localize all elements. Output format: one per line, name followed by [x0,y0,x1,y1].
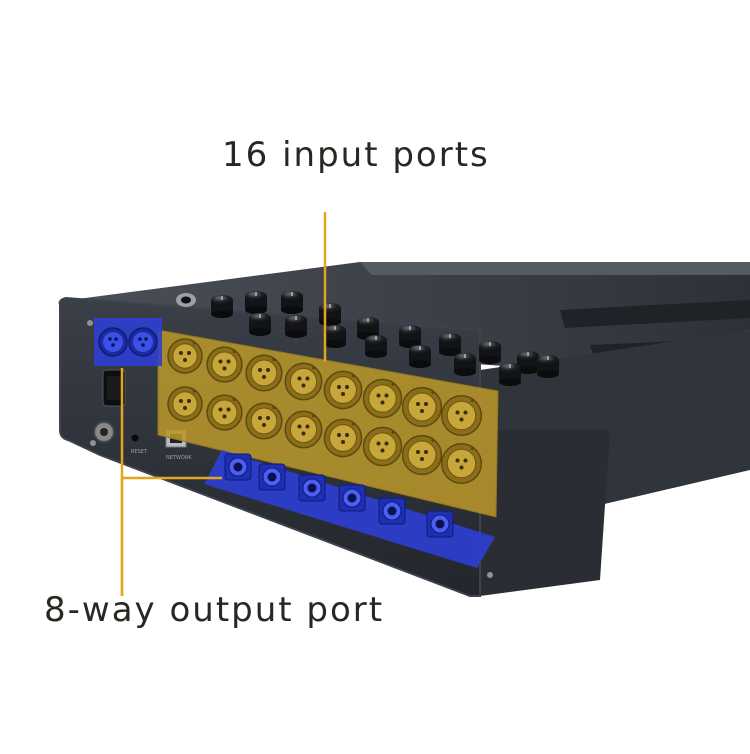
knob [479,341,501,364]
knob [517,351,539,374]
knob [499,363,521,386]
xlr-input-port [167,338,203,374]
knob [319,303,341,326]
master-xlr-output [98,327,128,357]
power-socket-pin [100,428,108,436]
fader-strip [560,300,750,328]
xlr-input-port [245,402,283,440]
master-xlr-output [128,327,158,357]
xlr-input-port [206,394,243,431]
aux-jack [176,293,196,307]
xlr-input-port [440,442,483,485]
mixer-top-edge [360,262,750,275]
knob [249,313,271,336]
panel-screw [90,440,96,446]
output-ports-group [224,453,454,538]
output-jack [258,463,286,491]
power-switch-rocker [107,376,121,400]
network-label: NETWORK [166,455,192,461]
knob [281,291,303,314]
xlr-input-port [167,386,203,422]
xlr-input-port [284,362,323,401]
master-output-group [98,327,158,357]
xlr-input-port [362,378,403,419]
output-jack [224,453,252,481]
knob [285,315,307,338]
input-ports-label: 16 input ports [222,135,490,175]
knob [324,325,346,348]
xlr-input-port [245,354,283,392]
xlr-input-port [401,434,443,476]
knob [537,355,559,378]
knob [399,325,421,348]
knob [454,353,476,376]
xlr-input-port [284,410,323,449]
input-ports-group [167,338,483,485]
output-port-label: 8-way output port [44,590,385,630]
reset-label: RESET [131,449,148,455]
xlr-input-port [206,346,243,383]
mixer-side-foot [480,430,610,596]
knob [365,335,387,358]
panel-screw [87,320,93,326]
xlr-input-port [323,370,363,410]
knob [211,295,233,318]
panel-screw [487,572,493,578]
output-jack [378,497,406,525]
xlr-input-port [323,418,363,458]
reset-button [131,434,139,442]
output-jack [298,474,326,502]
knob-group [176,291,559,386]
xlr-input-port [440,394,483,437]
knob [245,291,267,314]
output-jack [426,510,454,538]
knob [409,345,431,368]
knob [439,333,461,356]
xlr-input-port [362,426,403,467]
xlr-input-port [401,386,443,428]
output-jack [338,484,366,512]
